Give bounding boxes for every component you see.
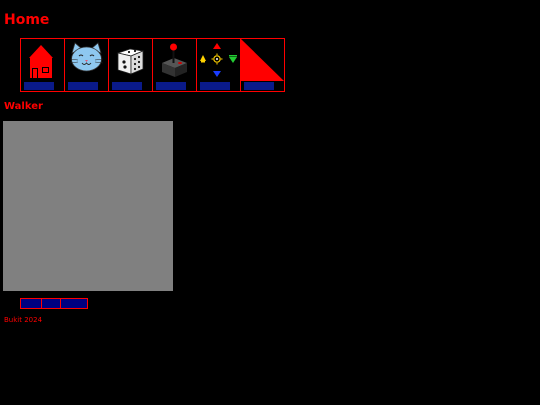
footer-text: Bukit 2024	[4, 316, 43, 324]
control-button-3[interactable]	[61, 298, 88, 309]
red-triangle-icon	[241, 39, 284, 81]
section-heading: Walker	[4, 101, 43, 112]
color-arrows-icon	[200, 43, 237, 77]
dice-icon	[116, 48, 145, 75]
nav-tile-home[interactable]	[20, 38, 65, 92]
control-button-1[interactable]	[20, 298, 42, 309]
icon-nav	[20, 38, 285, 92]
nav-tile-label	[112, 82, 142, 90]
nav-tile-joystick[interactable]	[153, 38, 197, 92]
page-title: Home	[4, 12, 50, 28]
control-button-2[interactable]	[42, 298, 61, 309]
nav-tile-label	[24, 82, 54, 90]
walker-canvas[interactable]	[3, 121, 173, 291]
nav-tile-cat[interactable]	[65, 38, 109, 92]
nav-tile-label	[156, 82, 186, 90]
house-icon	[29, 45, 53, 78]
nav-tile-label	[200, 82, 230, 90]
control-buttons	[20, 298, 88, 309]
cat-face-icon	[69, 42, 104, 72]
nav-tile-label	[244, 82, 274, 90]
joystick-icon	[162, 43, 187, 77]
nav-tile-dice[interactable]	[109, 38, 153, 92]
nav-tile-arrows[interactable]	[197, 38, 241, 92]
nav-tile-label	[68, 82, 98, 90]
nav-tile-triangle[interactable]	[241, 38, 285, 92]
